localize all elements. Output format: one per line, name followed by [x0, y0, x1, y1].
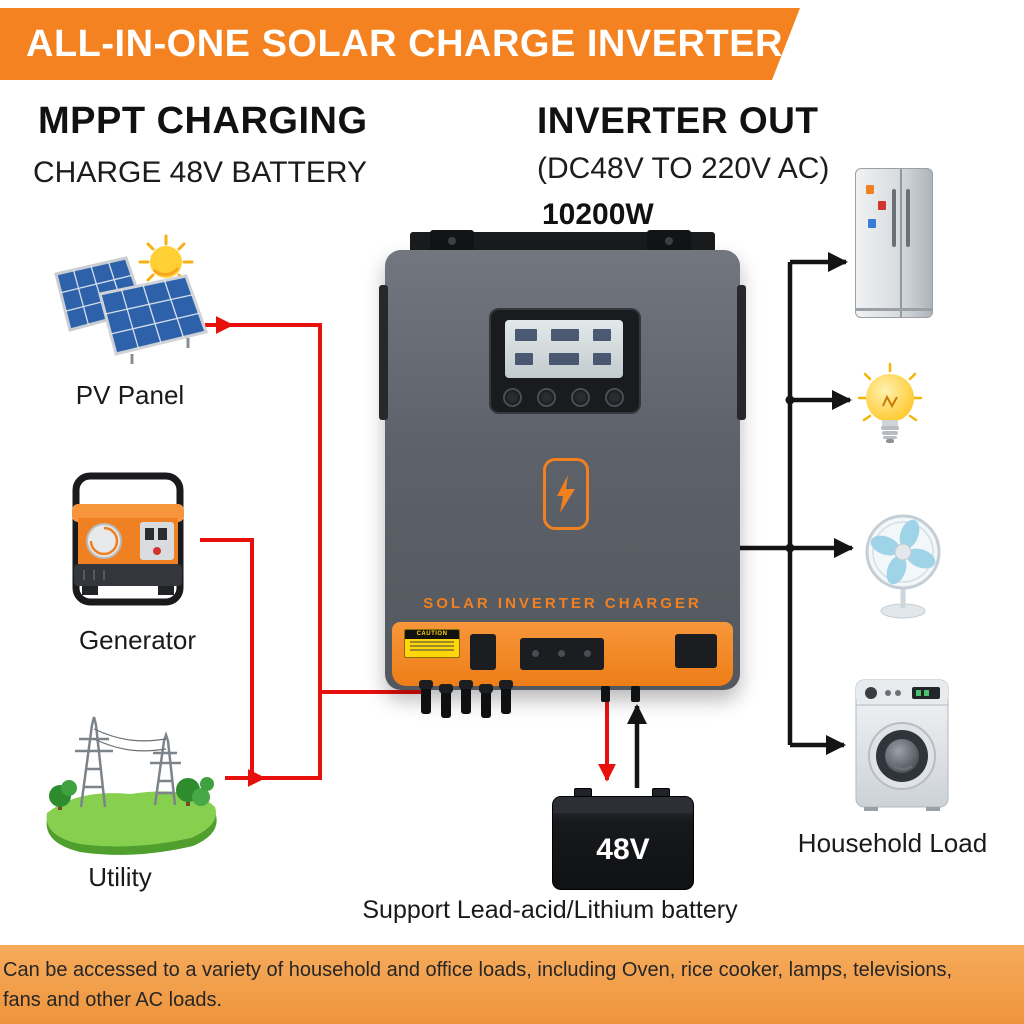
- solar-panel-icon: [54, 234, 208, 364]
- mc4-connector: [479, 684, 493, 718]
- output-port: [675, 634, 717, 668]
- mppt-title: MPPT CHARGING: [38, 100, 368, 142]
- lightning-bolt-icon: [543, 458, 589, 530]
- mc4-connector: [499, 680, 513, 714]
- pv-panel-label: PV Panel: [75, 380, 185, 410]
- mount-tab: [430, 230, 474, 252]
- refrigerator-icon: [855, 168, 933, 318]
- transmission-towers: [75, 716, 181, 808]
- battery-cable-stub: [601, 686, 610, 702]
- washing-machine-icon: [855, 679, 949, 811]
- mppt-subtitle: CHARGE 48V BATTERY: [33, 156, 367, 189]
- pv-module-front: [98, 274, 208, 364]
- heatsink-fin-right: [737, 285, 746, 420]
- footer-line-1: Can be accessed to a variety of househol…: [3, 959, 953, 981]
- battery-voltage-label: 48V: [596, 833, 650, 866]
- junction-dot: [785, 395, 795, 405]
- heatsink-fin-left: [379, 285, 388, 420]
- junction-dot: [785, 543, 795, 553]
- footer-band: Can be accessed to a variety of househol…: [0, 945, 1024, 1024]
- mc4-connector: [439, 684, 453, 718]
- display-button: [503, 388, 522, 407]
- mount-bar: [410, 232, 715, 252]
- mount-tab: [647, 230, 691, 252]
- power-wires: [93, 728, 167, 752]
- household-load-label: Household Load: [797, 828, 988, 858]
- inverter-out-title: INVERTER OUT: [537, 100, 819, 141]
- battery-48v: 48V: [552, 788, 694, 890]
- battery-caption: Support Lead-acid/Lithium battery: [362, 896, 738, 924]
- terminal-cover: [520, 638, 604, 670]
- generator-icon: [72, 472, 184, 606]
- pv-trunk: [228, 323, 322, 778]
- fan-blades: [870, 519, 936, 585]
- battery-body: 48V: [552, 796, 694, 890]
- generator-label: Generator: [78, 625, 197, 655]
- lcd-screen: [505, 320, 623, 378]
- display-button: [571, 388, 590, 407]
- mc4-connector: [459, 680, 473, 714]
- mc4-connector: [419, 680, 433, 714]
- caution-label: CAUTION: [405, 630, 459, 639]
- page-title: ALL-IN-ONE SOLAR CHARGE INVERTER: [26, 23, 783, 65]
- battery-cable-stub: [631, 686, 640, 702]
- footer-line-2: fans and other AC loads.: [3, 989, 223, 1011]
- display-panel: [489, 308, 641, 414]
- light-bulb-icon: [857, 362, 923, 443]
- trees: [49, 777, 214, 810]
- black-output-lines: [626, 251, 855, 788]
- caution-sticker: CAUTION: [404, 629, 460, 658]
- terminal-panel: CAUTION: [392, 622, 733, 686]
- display-button: [605, 388, 624, 407]
- breaker-port: [470, 634, 496, 670]
- device-brand-text: SOLAR INVERTER CHARGER: [423, 595, 702, 612]
- utility-label: Utility: [88, 862, 152, 892]
- inverter-out-subtitle: (DC48V TO 220V AC): [537, 152, 830, 185]
- generator-line: [200, 538, 254, 778]
- display-button: [537, 388, 556, 407]
- title-banner: ALL-IN-ONE SOLAR CHARGE INVERTER: [0, 8, 800, 80]
- utility-pole-icon: [46, 716, 217, 855]
- inverter-power-rating: 10200W: [542, 198, 654, 231]
- red-input-lines: [200, 316, 616, 787]
- inverter-device: SOLAR INVERTER CHARGER CAUTION: [379, 230, 746, 718]
- fan-icon: [865, 514, 941, 619]
